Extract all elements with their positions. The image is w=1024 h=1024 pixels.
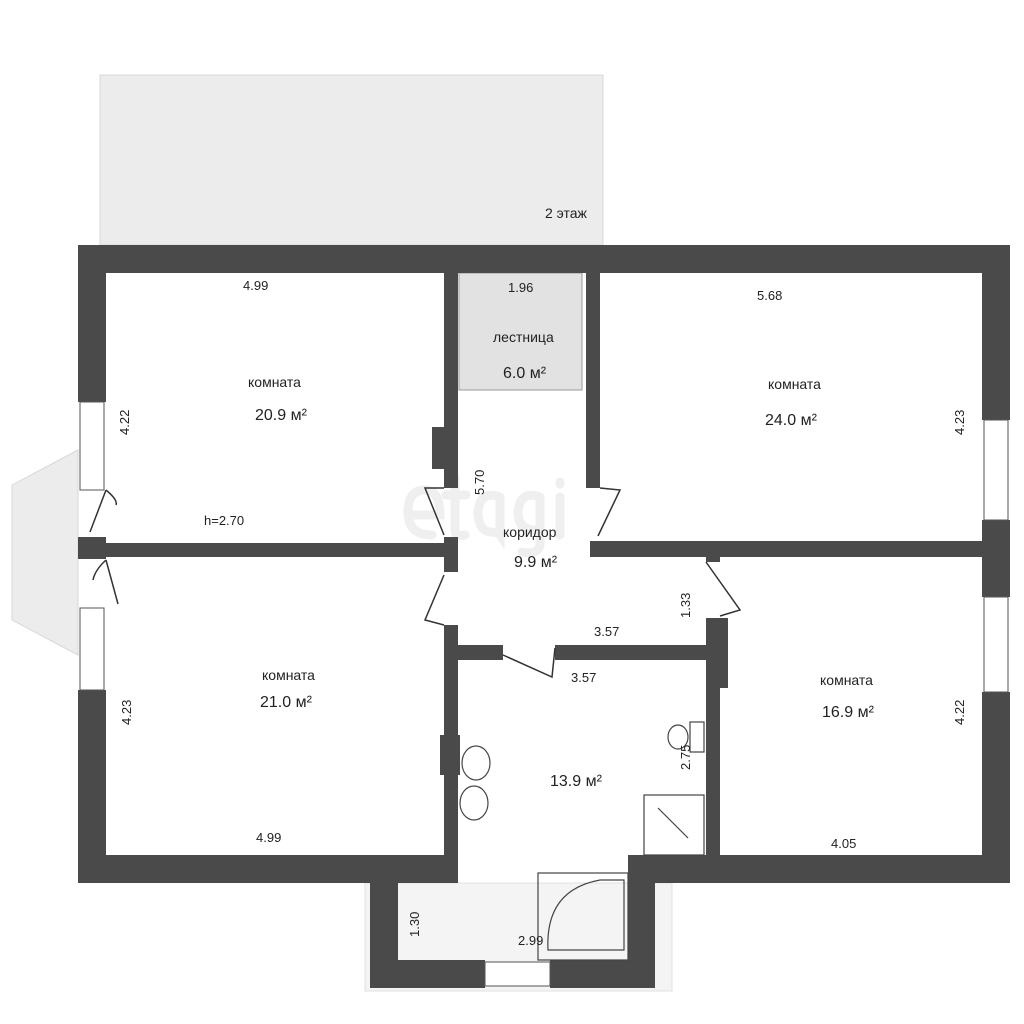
dimension: 4.22 [117, 410, 132, 435]
floor-label: 2 этаж [545, 205, 588, 221]
shower-icon [643, 794, 705, 856]
dimension: 4.99 [256, 830, 281, 845]
door-swing [423, 574, 445, 626]
door-swing [597, 487, 622, 537]
room-name: комната [248, 374, 301, 390]
door-swing [502, 647, 556, 679]
dimension: 4.23 [952, 410, 967, 435]
dimension: 4.99 [243, 278, 268, 293]
room-area: 9.9 м² [514, 554, 558, 571]
dimension: 4.05 [831, 836, 856, 851]
doors [89, 487, 742, 679]
dimension: 3.57 [571, 670, 596, 685]
dimension: 5.68 [757, 288, 782, 303]
walls [78, 245, 1010, 988]
dimension: 1.33 [678, 593, 693, 618]
upper-floor-area [99, 74, 604, 246]
toilet-icon [667, 724, 689, 750]
bay-window-area [11, 449, 79, 656]
dimension: 5.70 [472, 470, 487, 495]
dimension: 4.22 [952, 700, 967, 725]
room-name: комната [768, 376, 821, 392]
sink-icon [459, 785, 489, 821]
room-area: 16.9 м² [822, 704, 875, 721]
sink-icon [461, 745, 491, 781]
room-area: 13.9 м² [550, 773, 603, 790]
room-name: лестница [493, 329, 554, 345]
room-name: комната [262, 667, 315, 683]
watermark-logo [403, 473, 565, 558]
window [484, 961, 551, 987]
room-area: 20.9 м² [255, 407, 308, 424]
door-swing [89, 489, 118, 533]
ceiling-height: h=2.70 [204, 513, 244, 528]
room-name: коридор [503, 524, 557, 540]
dimension: 1.96 [508, 280, 533, 295]
window [983, 419, 1009, 521]
dimension: 1.30 [407, 912, 422, 937]
room-area: 6.0 м² [503, 365, 547, 382]
bathtub-icon [537, 872, 629, 961]
dimension: 3.57 [594, 624, 619, 639]
room-name: комната [820, 672, 873, 688]
dimension: 4.23 [119, 700, 134, 725]
door-swing [92, 559, 119, 605]
window [79, 401, 105, 491]
stair-area [458, 272, 583, 391]
room-area: 24.0 м² [765, 412, 818, 429]
room-area: 21.0 м² [260, 694, 313, 711]
door-swing [705, 561, 742, 617]
dimension: 2.75 [678, 745, 693, 770]
door-swing [423, 487, 445, 536]
toilet-tank-icon [689, 721, 705, 753]
fixtures [459, 721, 705, 961]
window [79, 607, 105, 691]
window [983, 596, 1009, 693]
windows [79, 401, 1009, 987]
dimension: 2.99 [518, 933, 543, 948]
